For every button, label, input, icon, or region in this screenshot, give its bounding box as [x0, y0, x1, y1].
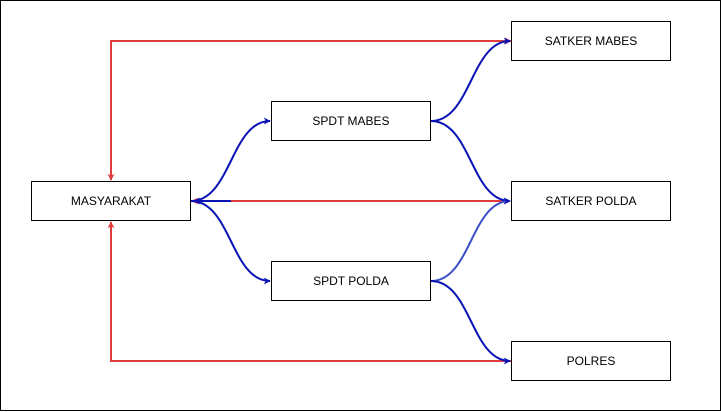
edge-polres-to-masyarakat: [107, 221, 511, 362]
edge-spdt-polda-to-polres: [430, 280, 511, 365]
node-masyarakat[interactable]: MASYARAKAT: [31, 181, 191, 221]
node-label: SPDT POLDA: [313, 274, 389, 288]
edge-spdt-mabes-to-satker-polda: [430, 120, 511, 205]
edge-masyarakat-to-spdt-polda: [190, 200, 271, 285]
node-satker-polda[interactable]: SATKER POLDA: [511, 181, 671, 221]
node-polres[interactable]: POLRES: [511, 341, 671, 381]
node-spdt-mabes[interactable]: SPDT MABES: [271, 101, 431, 141]
node-label: SATKER POLDA: [545, 194, 637, 208]
node-label: SATKER MABES: [544, 34, 638, 48]
edge-masyarakat-to-spdt-mabes: [190, 117, 271, 202]
edge-spdt-mabes-to-satker-mabes: [430, 37, 511, 122]
node-label: POLRES: [566, 354, 616, 368]
edge-spdt-polda-to-satker-polda: [430, 197, 511, 282]
node-label: SPDT MABES: [312, 114, 390, 128]
node-spdt-polda[interactable]: SPDT POLDA: [271, 261, 431, 301]
node-label: MASYARAKAT: [70, 194, 152, 208]
edge-satker-mabes-to-masyarakat: [107, 37, 512, 181]
node-satker-mabes[interactable]: SATKER MABES: [511, 21, 671, 61]
